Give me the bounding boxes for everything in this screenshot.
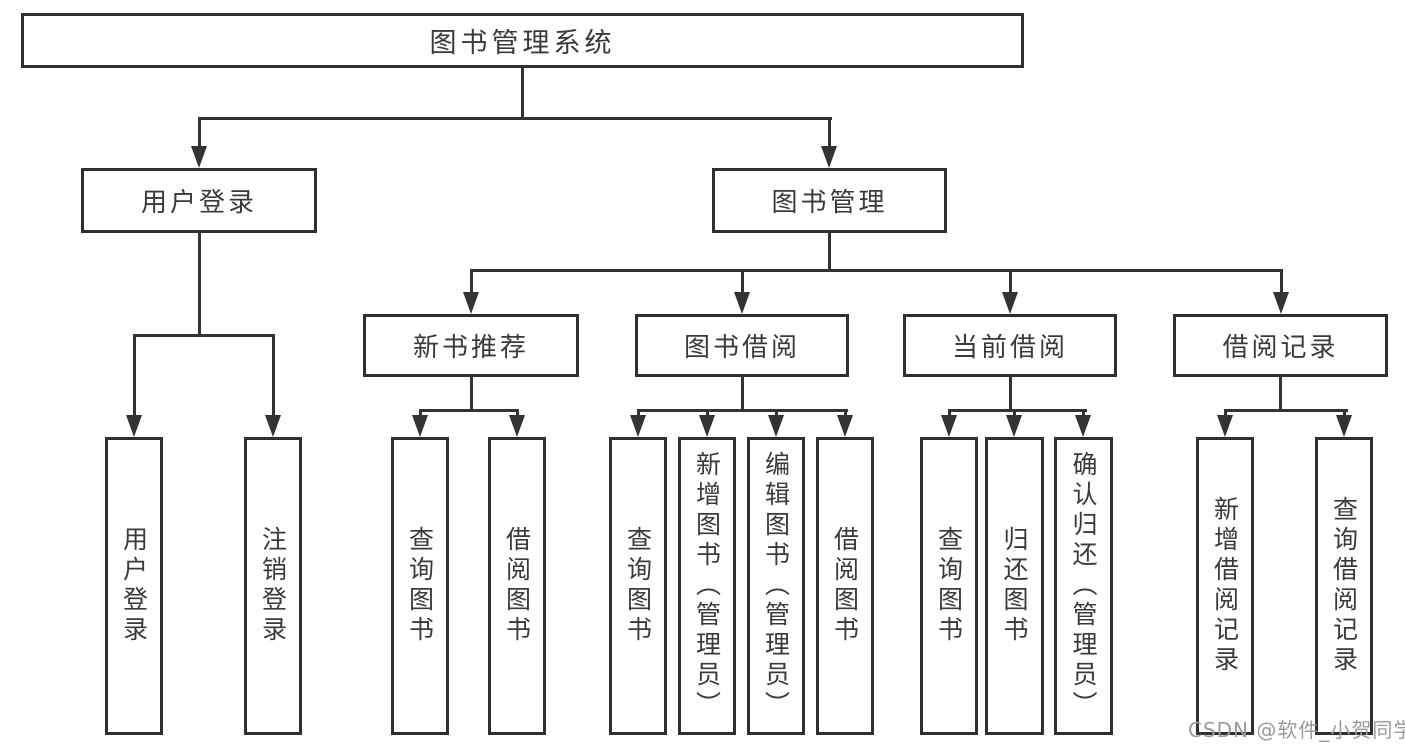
- leaf-borrow-books: 借阅图书: [816, 437, 874, 735]
- arrowhead-down-icon: [126, 415, 142, 437]
- arrowhead-down-icon: [768, 415, 784, 437]
- leaf-add-borrow-record: 新增借阅记录: [1196, 437, 1254, 735]
- connector-vertical: [1280, 269, 1283, 295]
- connector-vertical: [741, 376, 744, 412]
- arrowhead-down-icon: [463, 292, 479, 314]
- leaf-logout: 注销登录: [244, 437, 302, 735]
- connector-vertical: [1013, 409, 1016, 419]
- leaf-query-books-borrow: 查询图书: [609, 437, 667, 735]
- connector-vertical: [637, 409, 640, 419]
- arrowhead-down-icon: [1217, 415, 1233, 437]
- node-book-management: 图书管理: [712, 168, 947, 233]
- connector-vertical: [775, 409, 778, 419]
- leaf-query-books-recommend: 查询图书: [391, 437, 449, 735]
- connector-vertical: [198, 117, 201, 150]
- connector-vertical: [1224, 409, 1227, 419]
- connector-vertical: [1343, 409, 1346, 419]
- arrowhead-down-icon: [821, 146, 837, 168]
- csdn-watermark: CSDN @软件_小贺同学: [1188, 718, 1405, 742]
- node-new-book-recommendation: 新书推荐: [363, 314, 579, 377]
- leaf-query-borrow-record: 查询借阅记录: [1315, 437, 1373, 735]
- connector-horizontal: [470, 269, 1283, 272]
- connector-horizontal: [198, 117, 832, 120]
- arrowhead-down-icon: [1006, 415, 1022, 437]
- connector-vertical: [198, 230, 201, 336]
- leaf-borrow-books-recommend: 借阅图书: [488, 437, 546, 735]
- connector-vertical: [470, 376, 473, 412]
- connector-vertical: [1009, 376, 1012, 412]
- arrowhead-down-icon: [1273, 292, 1289, 314]
- arrowhead-down-icon: [630, 415, 646, 437]
- connector-vertical: [844, 409, 847, 419]
- arrowhead-down-icon: [1075, 415, 1091, 437]
- leaf-add-books-admin: 新增图书（管理员）: [678, 437, 736, 735]
- connector-vertical: [272, 334, 275, 418]
- connector-vertical: [419, 409, 422, 419]
- node-book-borrowing: 图书借阅: [635, 314, 849, 377]
- arrowhead-down-icon: [837, 415, 853, 437]
- connector-horizontal: [133, 334, 275, 337]
- arrowhead-down-icon: [734, 292, 750, 314]
- connector-vertical: [1279, 376, 1282, 412]
- connector-vertical: [470, 269, 473, 295]
- arrowhead-down-icon: [699, 415, 715, 437]
- connector-vertical: [828, 117, 831, 150]
- connector-vertical: [1009, 269, 1012, 295]
- arrowhead-down-icon: [265, 415, 281, 437]
- node-user-login: 用户登录: [81, 168, 317, 233]
- connector-vertical: [706, 409, 709, 419]
- connector-vertical: [948, 409, 951, 419]
- connector-vertical: [521, 68, 524, 118]
- leaf-confirm-return-admin: 确认归还（管理员）: [1054, 437, 1113, 735]
- arrowhead-down-icon: [941, 415, 957, 437]
- connector-vertical: [133, 334, 136, 418]
- arrowhead-down-icon: [509, 415, 525, 437]
- node-borrowing-records: 借阅记录: [1173, 314, 1388, 377]
- connector-vertical: [1082, 409, 1085, 419]
- leaf-query-books-current: 查询图书: [920, 437, 978, 735]
- connector-vertical: [741, 269, 744, 295]
- arrowhead-down-icon: [191, 146, 207, 168]
- arrowhead-down-icon: [412, 415, 428, 437]
- node-library-management-system: 图书管理系统: [21, 13, 1024, 68]
- leaf-edit-books-admin: 编辑图书（管理员）: [747, 437, 805, 735]
- node-current-borrowing: 当前借阅: [903, 314, 1117, 377]
- connector-vertical: [516, 409, 519, 419]
- arrowhead-down-icon: [1002, 292, 1018, 314]
- connector-horizontal: [948, 409, 1087, 412]
- connector-vertical: [828, 233, 831, 271]
- connector-horizontal: [1224, 409, 1348, 412]
- leaf-return-books: 归还图书: [985, 437, 1044, 735]
- leaf-user-login: 用户登录: [105, 437, 163, 735]
- connector-horizontal: [637, 409, 848, 412]
- arrowhead-down-icon: [1336, 415, 1352, 437]
- connector-horizontal: [419, 409, 519, 412]
